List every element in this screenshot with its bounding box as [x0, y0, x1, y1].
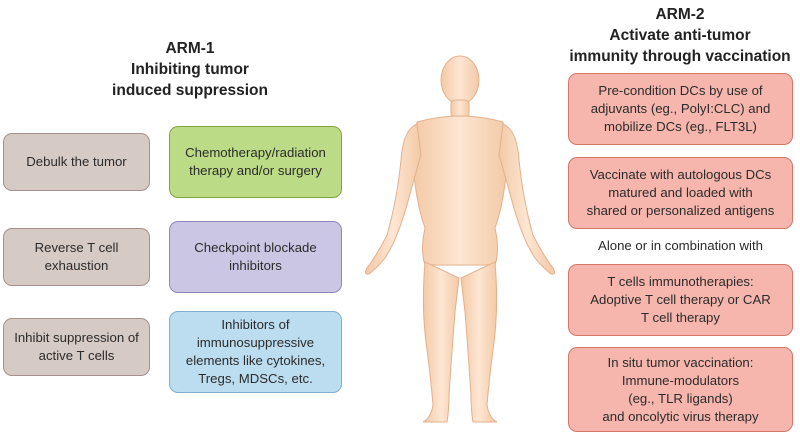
box-text-line: Adoptive T cell therapy or CAR	[590, 292, 771, 307]
t-cell-immunotherapy-box: T cells immunotherapies: Adoptive T cell…	[568, 264, 793, 336]
box-text-line: T cells immunotherapies:	[607, 274, 754, 289]
human-body-figure	[364, 55, 556, 423]
arm2-title-line-3: immunity through vaccination	[569, 48, 791, 65]
arm2-title-line-1: ARM-2	[655, 6, 705, 23]
box-text-line: Pre-condition DCs by use of	[598, 83, 763, 98]
box-text-line: Vaccinate with autologous DCs	[589, 167, 772, 182]
arm1-title-line-2: Inhibiting tumor	[131, 61, 249, 78]
box-text-line: and oncolytic virus therapy	[602, 408, 759, 424]
box-text-line: immunosuppressive	[196, 335, 315, 350]
box-text-line: Inhibit suppression of	[14, 330, 139, 345]
debulk-tumor-box: Debulk the tumor	[3, 133, 150, 191]
box-text-line: Debulk the tumor	[26, 154, 127, 169]
box-text-line: mobilize DCs (eg., FLT3L)	[604, 119, 757, 134]
box-text-line: exhaustion	[44, 258, 109, 273]
arm1-title: ARM-1 Inhibiting tumor induced suppressi…	[90, 38, 290, 101]
box-text-line: Tregs, MDSCs, etc.	[198, 371, 313, 386]
precondition-dcs-box: Pre-condition DCs by use of adjuvants (e…	[568, 73, 793, 145]
box-text-line: Immune-modulators	[621, 372, 740, 388]
box-text-line: shared or personalized antigens	[586, 203, 775, 218]
box-text-line: In situ tumor vaccination:	[607, 354, 754, 370]
box-text-line: inhibitors	[229, 258, 282, 273]
inhibitors-box: Inhibitors of immunosuppressive elements…	[169, 311, 342, 393]
checkpoint-blockade-box: Checkpoint blockade inhibitors	[169, 221, 342, 293]
box-text-line: T cell therapy	[641, 310, 720, 325]
arm1-title-line-1: ARM-1	[165, 40, 215, 57]
combination-text: Alone or in combination with	[598, 238, 763, 253]
box-text-line: (eg., TLR ligands)	[628, 390, 733, 406]
chemotherapy-box: Chemotherapy/radiation therapy and/or su…	[169, 126, 342, 198]
box-text-line: elements like cytokines,	[185, 353, 326, 368]
arm2-title: ARM-2 Activate anti-tumor immunity throu…	[560, 4, 800, 67]
box-text-line: Checkpoint blockade	[194, 240, 317, 255]
box-text-line: Reverse T cell	[34, 240, 119, 255]
arm2-title-line-2: Activate anti-tumor	[609, 27, 751, 44]
inhibit-suppression-box: Inhibit suppression of active T cells	[3, 318, 150, 376]
box-text-line: Chemotherapy/radiation	[185, 145, 326, 160]
in-situ-vaccination-box: In situ tumor vaccination: Immune-modula…	[568, 347, 793, 432]
box-text-line: active T cells	[38, 348, 115, 363]
arm1-title-line-3: induced suppression	[112, 82, 268, 99]
box-text-line: therapy and/or surgery	[189, 163, 322, 178]
vaccinate-dcs-box: Vaccinate with autologous DCs matured an…	[568, 157, 793, 229]
box-text-line: matured and loaded with	[608, 185, 753, 200]
box-text-line: adjuvants (eg., PolyI:CLC) and	[590, 101, 771, 116]
reverse-exhaustion-box: Reverse T cell exhaustion	[3, 228, 150, 286]
box-text-line: Inhibitors of	[221, 317, 290, 332]
